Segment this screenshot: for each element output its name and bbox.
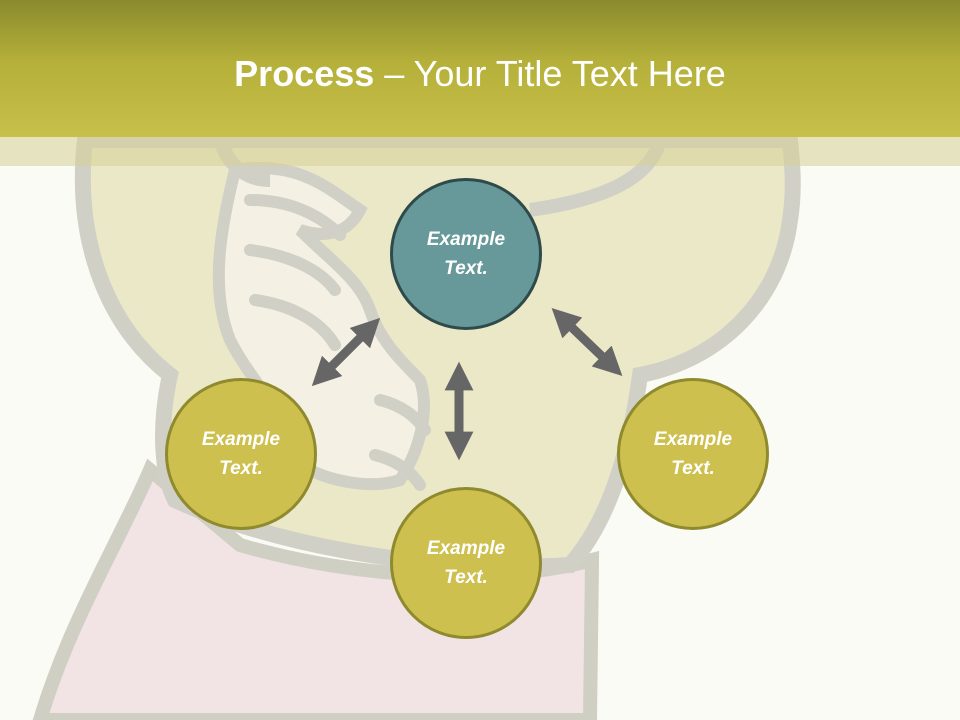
slide-title-rest: – Your Title Text Here	[374, 53, 726, 94]
finger-line-4	[374, 394, 431, 436]
process-node-right[interactable]: Example Text.	[617, 378, 769, 530]
title-bar	[0, 0, 960, 137]
slide-title-bold: Process	[234, 53, 375, 94]
finger-line-1	[244, 194, 346, 241]
process-node-bottom[interactable]: Example Text.	[390, 487, 542, 639]
title-bar-accent-strip	[0, 137, 960, 166]
slide-title: Process – Your Title Text Here	[0, 50, 960, 98]
process-node-left[interactable]: Example Text.	[165, 378, 317, 530]
finger-line-2	[244, 244, 341, 296]
pink-body-shape	[32, 458, 600, 720]
process-node-top[interactable]: Example Text.	[390, 178, 542, 330]
process-node-top-label: Example Text.	[426, 229, 506, 279]
process-node-bottom-label: Example Text.	[426, 538, 506, 588]
finger-line-5	[369, 449, 426, 491]
process-node-left-label: Example Text.	[201, 429, 281, 479]
process-node-right-label: Example Text.	[653, 429, 733, 479]
